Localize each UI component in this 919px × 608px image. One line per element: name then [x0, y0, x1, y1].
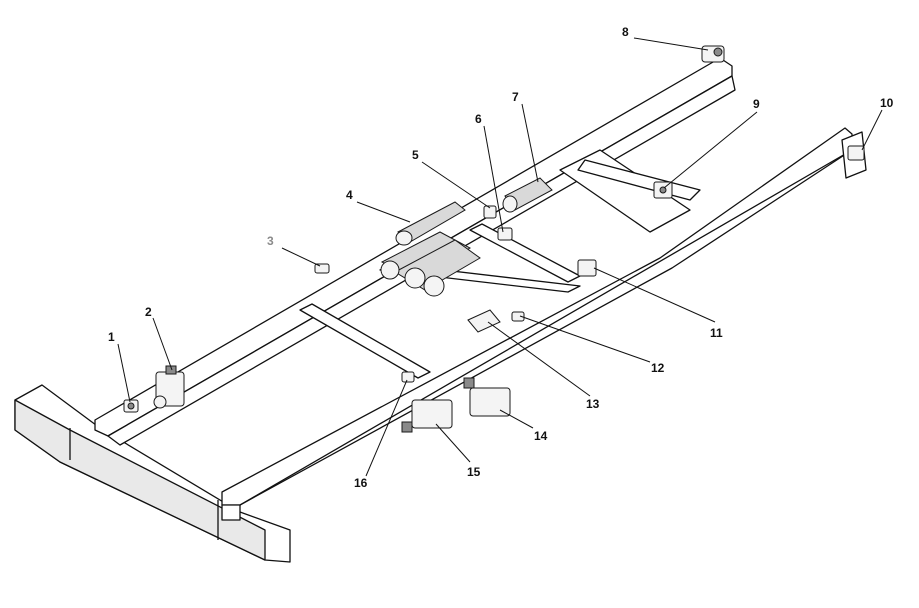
- callout-labels: 1 2 3 4 5 6 7 8 9 10 11 12 13 14 15 16: [108, 25, 894, 490]
- callout-16: 16: [354, 476, 368, 490]
- compressor-2: [153, 365, 185, 409]
- valve-10: [847, 145, 865, 161]
- valve-6: [497, 227, 513, 241]
- air-tank-7: [502, 177, 553, 213]
- callout-6: 6: [475, 112, 482, 126]
- valve-16: [401, 371, 415, 383]
- callout-12: 12: [651, 361, 665, 375]
- valve-1: [123, 399, 139, 413]
- chassis-frame: [14, 57, 867, 563]
- callout-11: 11: [710, 326, 723, 340]
- cross-member-tanks: [469, 223, 581, 283]
- relay-valve-9: [653, 181, 673, 199]
- leader-lines: [117, 37, 883, 477]
- right-rail-flange: [221, 504, 241, 521]
- callout-15: 15: [467, 465, 481, 479]
- air-tank-4: [395, 201, 466, 246]
- callout-8: 8: [622, 25, 629, 39]
- callout-5: 5: [412, 148, 419, 162]
- callout-9: 9: [753, 97, 760, 111]
- bracket-8: [701, 45, 725, 63]
- fitting-12: [511, 311, 525, 322]
- fitting-3: [314, 263, 330, 274]
- callout-2: 2: [145, 305, 152, 319]
- callout-1: 1: [108, 330, 115, 344]
- callout-13: 13: [586, 397, 600, 411]
- callout-4: 4: [346, 188, 353, 202]
- callout-7: 7: [512, 90, 519, 104]
- callout-14: 14: [534, 429, 548, 443]
- cross-member-front: [299, 303, 431, 379]
- air-tanks-lower: [380, 231, 481, 297]
- callout-3: 3: [267, 234, 274, 248]
- components: [123, 45, 865, 433]
- valve-11: [577, 259, 597, 277]
- brake-chamber-14: [463, 377, 511, 417]
- valve-13: [467, 309, 501, 333]
- brake-chamber-15: [401, 399, 453, 433]
- valve-5: [483, 205, 497, 219]
- callout-10: 10: [880, 96, 894, 110]
